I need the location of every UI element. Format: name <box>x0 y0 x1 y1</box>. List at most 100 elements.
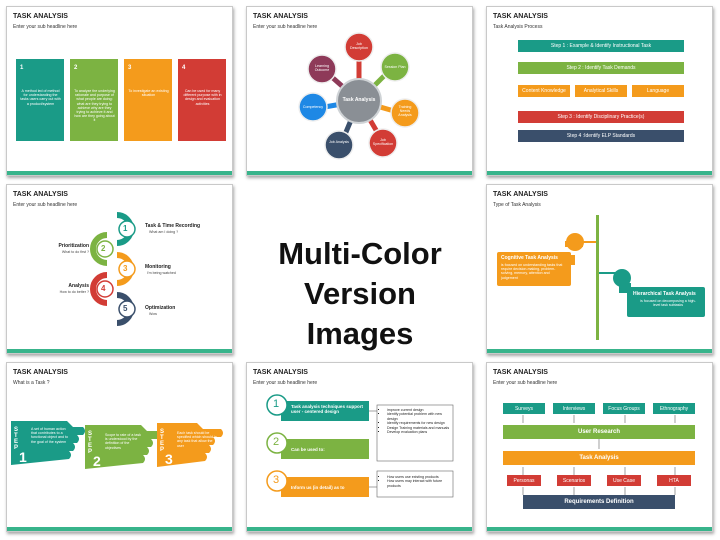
step-text: Each task should be specified which shou… <box>177 431 217 448</box>
card-1: 1 A method led of method for understandi… <box>16 59 64 141</box>
card-text: To analyze the underlying rationale and … <box>74 89 115 123</box>
node-label: Learning Outcome <box>314 64 330 73</box>
row-text: Can be used to: <box>291 447 325 452</box>
thumbnail-slide-6[interactable]: TASK ANALYSIS What is a Task ? STEP 1 A … <box>6 362 233 532</box>
output-hta: HTA <box>657 475 691 486</box>
row-number: 1 <box>273 398 280 410</box>
process-step-2: Step 2 : Identify Task Demands <box>518 62 684 74</box>
output-use-case: Use Case <box>607 475 641 486</box>
card-number: 3 <box>128 65 132 71</box>
headline-line-2: Version Images <box>304 276 416 351</box>
research-flow <box>522 415 676 495</box>
step-word: STEP <box>14 427 19 451</box>
type-desc: is focused on decomposing a high-level t… <box>640 299 696 308</box>
thumbnail-slide-5[interactable]: TASK ANALYSIS Type of Task Analysis Cogn… <box>486 184 713 354</box>
node-label: Competency <box>302 105 324 109</box>
step-text: A set of human action that contributes t… <box>31 427 68 444</box>
spiral-steps-diagram <box>90 212 136 326</box>
step-text: Scope to rate of a task is understood by… <box>105 433 141 450</box>
bullet: identify potential problem with new desi… <box>387 412 451 421</box>
step-number: 2 <box>101 244 106 253</box>
item-desc: How to do better ? <box>59 290 89 294</box>
slide-title: TASK ANALYSIS <box>13 369 68 376</box>
slide-subtitle: Enter your sub headline here <box>493 380 558 386</box>
output-scenarios: Scenarios <box>557 475 591 486</box>
types-diagram <box>497 215 705 340</box>
process-step-4: Step 4 :Identify ELP Standards <box>518 130 684 142</box>
row-text: Task analysis techniques support user - … <box>291 404 363 414</box>
headline-line-1: Multi-Color <box>278 236 442 271</box>
hub-diagram <box>298 32 420 160</box>
method-focus-groups: Focus Groups <box>603 403 645 414</box>
node-label: Training Needs Analysis <box>398 105 412 118</box>
bullet: identify requirements for new design <box>387 421 451 425</box>
process-step-1: Step 1 : Example & Identify Instructiona… <box>518 40 684 52</box>
bullet-list-2: How users use existing products How user… <box>383 475 451 488</box>
slide-subtitle: Type of Task Analysis <box>493 202 541 208</box>
slide-title: TASK ANALYSIS <box>13 191 68 198</box>
slide-title: TASK ANALYSIS <box>493 13 548 20</box>
process-box-analytical: Analytical Skills <box>575 85 627 97</box>
bullet: How users may interact with future produ… <box>387 479 451 488</box>
row-number: 2 <box>273 436 280 448</box>
item-label: Monitoring <box>145 264 171 270</box>
item-label: Analysis <box>68 283 89 289</box>
bullet: How users use existing products <box>387 475 451 479</box>
method-surveys: Surveys <box>503 403 545 414</box>
step-word: STEP <box>88 431 93 455</box>
item-label: Task & Time Recording <box>145 223 201 229</box>
slide-subtitle: Task Analysis Process <box>493 24 543 30</box>
step-num: 2 <box>93 453 101 469</box>
task-analysis-bar: Task Analysis <box>503 451 695 465</box>
process-step-3: Step 3 : Identify Disciplinary Practice(… <box>518 111 684 123</box>
slide-title: TASK ANALYSIS <box>493 369 548 376</box>
headline: Multi-Color Version Images <box>248 234 472 354</box>
card-text: Can be used for many different purpose w… <box>183 89 222 106</box>
output-personas: Personas <box>507 475 541 486</box>
process-box-content: Content Knowledge <box>518 85 570 97</box>
bullet-list-1: improve current design identify potentia… <box>383 408 451 434</box>
bullet: improve current design <box>387 408 451 412</box>
slide-title: TASK ANALYSIS <box>13 13 68 20</box>
slide-title: TASK ANALYSIS <box>493 191 548 198</box>
card-text: A method led of method for understanding… <box>20 89 61 106</box>
node-label: Job Specification <box>372 138 394 147</box>
slide-subtitle: What is a Task ? <box>13 380 50 386</box>
item-desc: I'm being watched <box>147 271 176 275</box>
step-number: 1 <box>123 224 128 233</box>
slide-subtitle: Enter your sub headline here <box>13 24 78 30</box>
item-desc: Wow <box>149 312 157 316</box>
thumbnail-slide-1[interactable]: TASK ANALYSIS Enter your sub headline he… <box>6 6 233 176</box>
thumbnail-slide-8[interactable]: TASK ANALYSIS Enter your sub headline he… <box>486 362 713 532</box>
row-text: Inform us (in detail) as to <box>291 485 345 490</box>
card-number: 2 <box>74 65 78 71</box>
process-box-language: Language <box>632 85 684 97</box>
bullet: Design Training materials and manuals <box>387 426 451 430</box>
row-number: 3 <box>273 474 280 486</box>
step-number: 5 <box>123 304 128 313</box>
slide-subtitle: Enter your sub headline here <box>253 24 318 30</box>
card-4: 4 Can be used for many different purpose… <box>178 59 226 141</box>
thumbnail-slide-4[interactable]: TASK ANALYSIS Enter your sub headline he… <box>6 184 233 354</box>
slide-title: TASK ANALYSIS <box>253 369 308 376</box>
card-text: To investigate an existing situation <box>128 89 169 98</box>
hub-label: Task Analysis <box>342 97 376 103</box>
slide-subtitle: Enter your sub headline here <box>13 202 78 208</box>
user-research-bar: User Research <box>503 425 695 439</box>
step-num: 1 <box>19 449 27 465</box>
pointing-hands <box>11 421 223 469</box>
method-interviews: Interviews <box>553 403 595 414</box>
thumbnail-slide-7[interactable]: TASK ANALYSIS Enter your sub headline he… <box>246 362 473 532</box>
type-label: Cognitive Task Analysis <box>501 255 558 261</box>
thumbnail-slide-2[interactable]: TASK ANALYSIS Enter your sub headline he… <box>246 6 473 176</box>
node-label: Job Analysis <box>329 140 349 144</box>
item-desc: What am I doing ? <box>149 230 179 234</box>
bullet: Develop evaluation plans <box>387 430 451 434</box>
step-number: 4 <box>101 284 106 293</box>
node-label: Job Description <box>350 42 368 51</box>
type-label: Hierarchical Task Analysis <box>633 291 696 297</box>
card-3: 3 To investigate an existing situation <box>124 59 172 141</box>
node-label: Session Plan <box>384 65 406 69</box>
card-number: 1 <box>20 65 24 71</box>
thumbnail-slide-3[interactable]: TASK ANALYSIS Task Analysis Process Step… <box>486 6 713 176</box>
